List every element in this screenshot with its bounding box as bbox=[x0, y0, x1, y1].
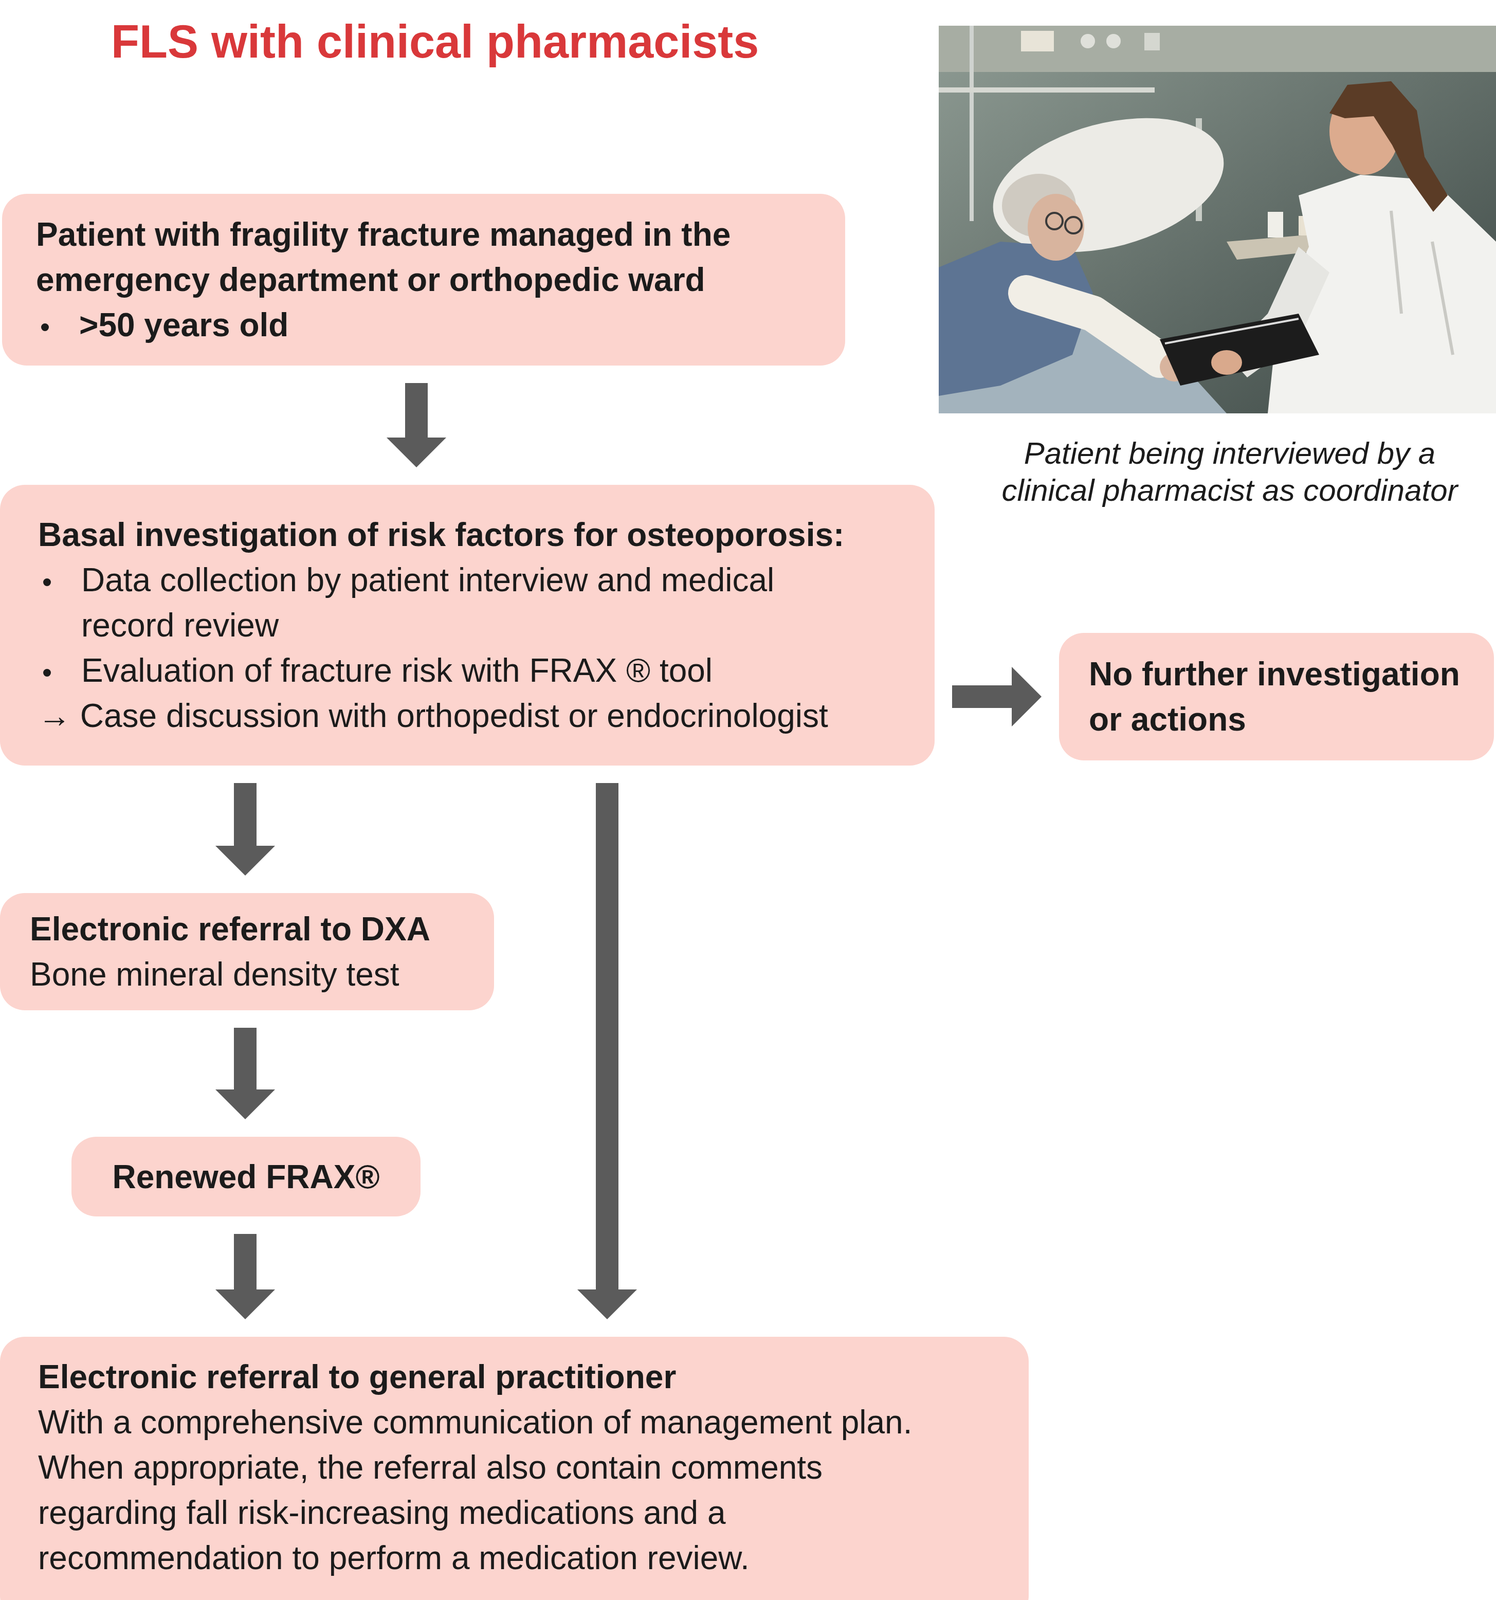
process-box: Electronic referral to DXABone mineral d… bbox=[0, 892, 495, 1011]
wall-outlet bbox=[1106, 33, 1121, 49]
process-box: Basal investigation of risk factors for … bbox=[0, 484, 935, 766]
nurse-hair bbox=[1329, 81, 1448, 212]
bullet-dot bbox=[43, 668, 51, 677]
wall-outlet bbox=[1144, 32, 1160, 51]
table-cup bbox=[1267, 211, 1284, 238]
box-heading: Electronic referral to general practitio… bbox=[38, 1354, 968, 1400]
box-heading: Electronic referral to DXA bbox=[29, 906, 479, 952]
nurse-hand bbox=[1211, 350, 1243, 375]
block-arrow bbox=[215, 1233, 276, 1320]
iv-pole bbox=[969, 25, 974, 222]
block-arrow bbox=[577, 782, 637, 1320]
box-heading: Renewed FRAX® bbox=[92, 1154, 400, 1200]
arm-cast bbox=[1026, 293, 1160, 360]
glasses bbox=[1046, 212, 1063, 230]
wall-sign bbox=[1020, 30, 1054, 52]
block-arrow bbox=[215, 782, 276, 876]
folder bbox=[1159, 313, 1320, 386]
process-box: No further investigation or actions bbox=[1059, 632, 1494, 761]
diagram-title: FLS with clinical pharmacists bbox=[111, 13, 759, 70]
bullet-dot bbox=[43, 578, 51, 587]
box-heading: No further investigation or actions bbox=[1088, 651, 1474, 742]
box-text: Bone mineral density test bbox=[29, 951, 479, 997]
box-heading: Basal investigation of risk factors for … bbox=[38, 512, 853, 558]
box-text: → Case discussion with orthopedist or en… bbox=[38, 692, 853, 739]
photo-caption: Patient being interviewed by a clinical … bbox=[977, 434, 1482, 509]
box-text: Data collection by patient interview and… bbox=[38, 557, 853, 648]
ward-photo bbox=[938, 25, 1496, 414]
block-arrow bbox=[215, 1027, 276, 1120]
box-text: With a comprehensive communication of ma… bbox=[38, 1399, 968, 1581]
patient-face bbox=[1027, 193, 1085, 261]
folder-pages bbox=[1164, 318, 1299, 344]
process-box: Patient with fragility fracture managed … bbox=[2, 193, 846, 366]
photo-wall bbox=[938, 25, 1496, 414]
process-box: Electronic referral to general practitio… bbox=[0, 1336, 1029, 1600]
uniform-fold bbox=[1391, 210, 1453, 355]
process-box: Renewed FRAX® bbox=[71, 1136, 421, 1217]
wall-outlet bbox=[1080, 33, 1096, 49]
bullet-dot bbox=[41, 323, 49, 332]
box-text: >50 years old bbox=[35, 302, 825, 348]
block-arrow bbox=[952, 666, 1042, 727]
bed-rail bbox=[938, 87, 1155, 93]
box-text: Evaluation of fracture risk with FRAX ® … bbox=[38, 647, 853, 693]
box-heading: Patient with fragility fracture managed … bbox=[35, 211, 825, 303]
block-arrow bbox=[386, 382, 447, 468]
glasses bbox=[1065, 216, 1082, 234]
wall-panel bbox=[938, 25, 1496, 72]
